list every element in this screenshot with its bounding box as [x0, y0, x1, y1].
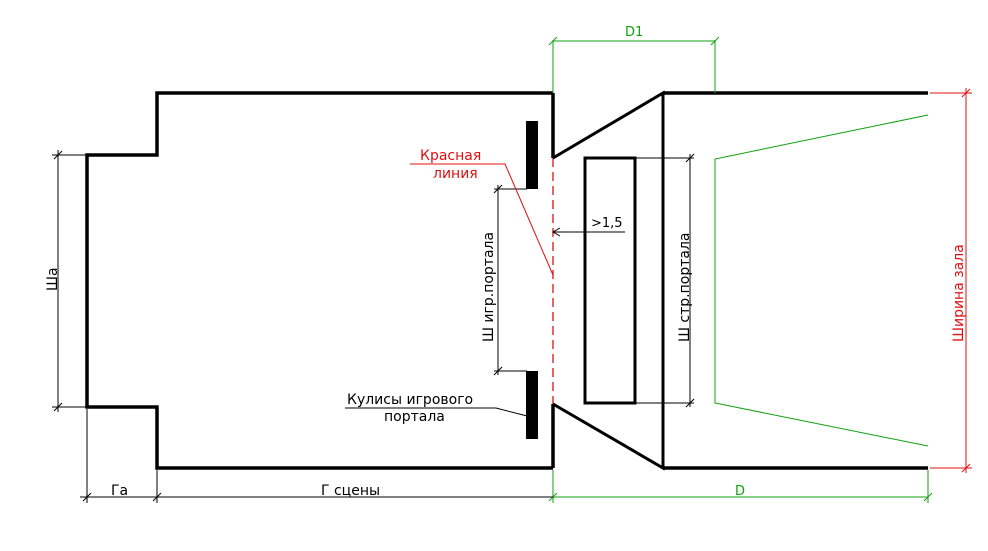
dimension-hall-width — [930, 88, 972, 473]
forestage-depth-label: D1 — [625, 25, 643, 40]
dimension-play-portal — [493, 184, 527, 376]
struct-portal-label: Ш стр.портала — [677, 233, 693, 342]
hall-depth-label: D — [735, 484, 745, 499]
dimension-ga — [80, 409, 553, 503]
red-line-leader — [410, 163, 554, 276]
red-line-label-1: Красная — [420, 148, 481, 164]
min-distance-leader — [551, 227, 625, 237]
hall-seating-outline — [714, 114, 929, 447]
portal-wing-bottom — [526, 371, 538, 439]
struct-portal-rect — [583, 156, 637, 405]
wings-leader — [345, 407, 528, 417]
hall-width-label: Ширина зала — [951, 244, 967, 342]
wings-label-1: Кулисы игрового — [347, 392, 473, 408]
play-portal-label: Ш игр.портала — [481, 232, 497, 342]
stage-outline — [85, 91, 553, 470]
wings-label-2: портала — [384, 409, 445, 425]
min-distance-label: >1,5 — [591, 216, 623, 231]
dimension-d1 — [548, 36, 720, 93]
dimension-struct-portal — [635, 153, 695, 408]
funnel-top — [552, 90, 665, 471]
red-line-label-2: линия — [433, 166, 478, 182]
side-stage-width-label: Шa — [45, 267, 61, 291]
side-stage-depth-label: Гa — [111, 483, 128, 499]
stage-depth-label: Г сцены — [321, 483, 380, 499]
dimension-sha — [52, 150, 87, 412]
portal-wing-top — [526, 121, 538, 189]
